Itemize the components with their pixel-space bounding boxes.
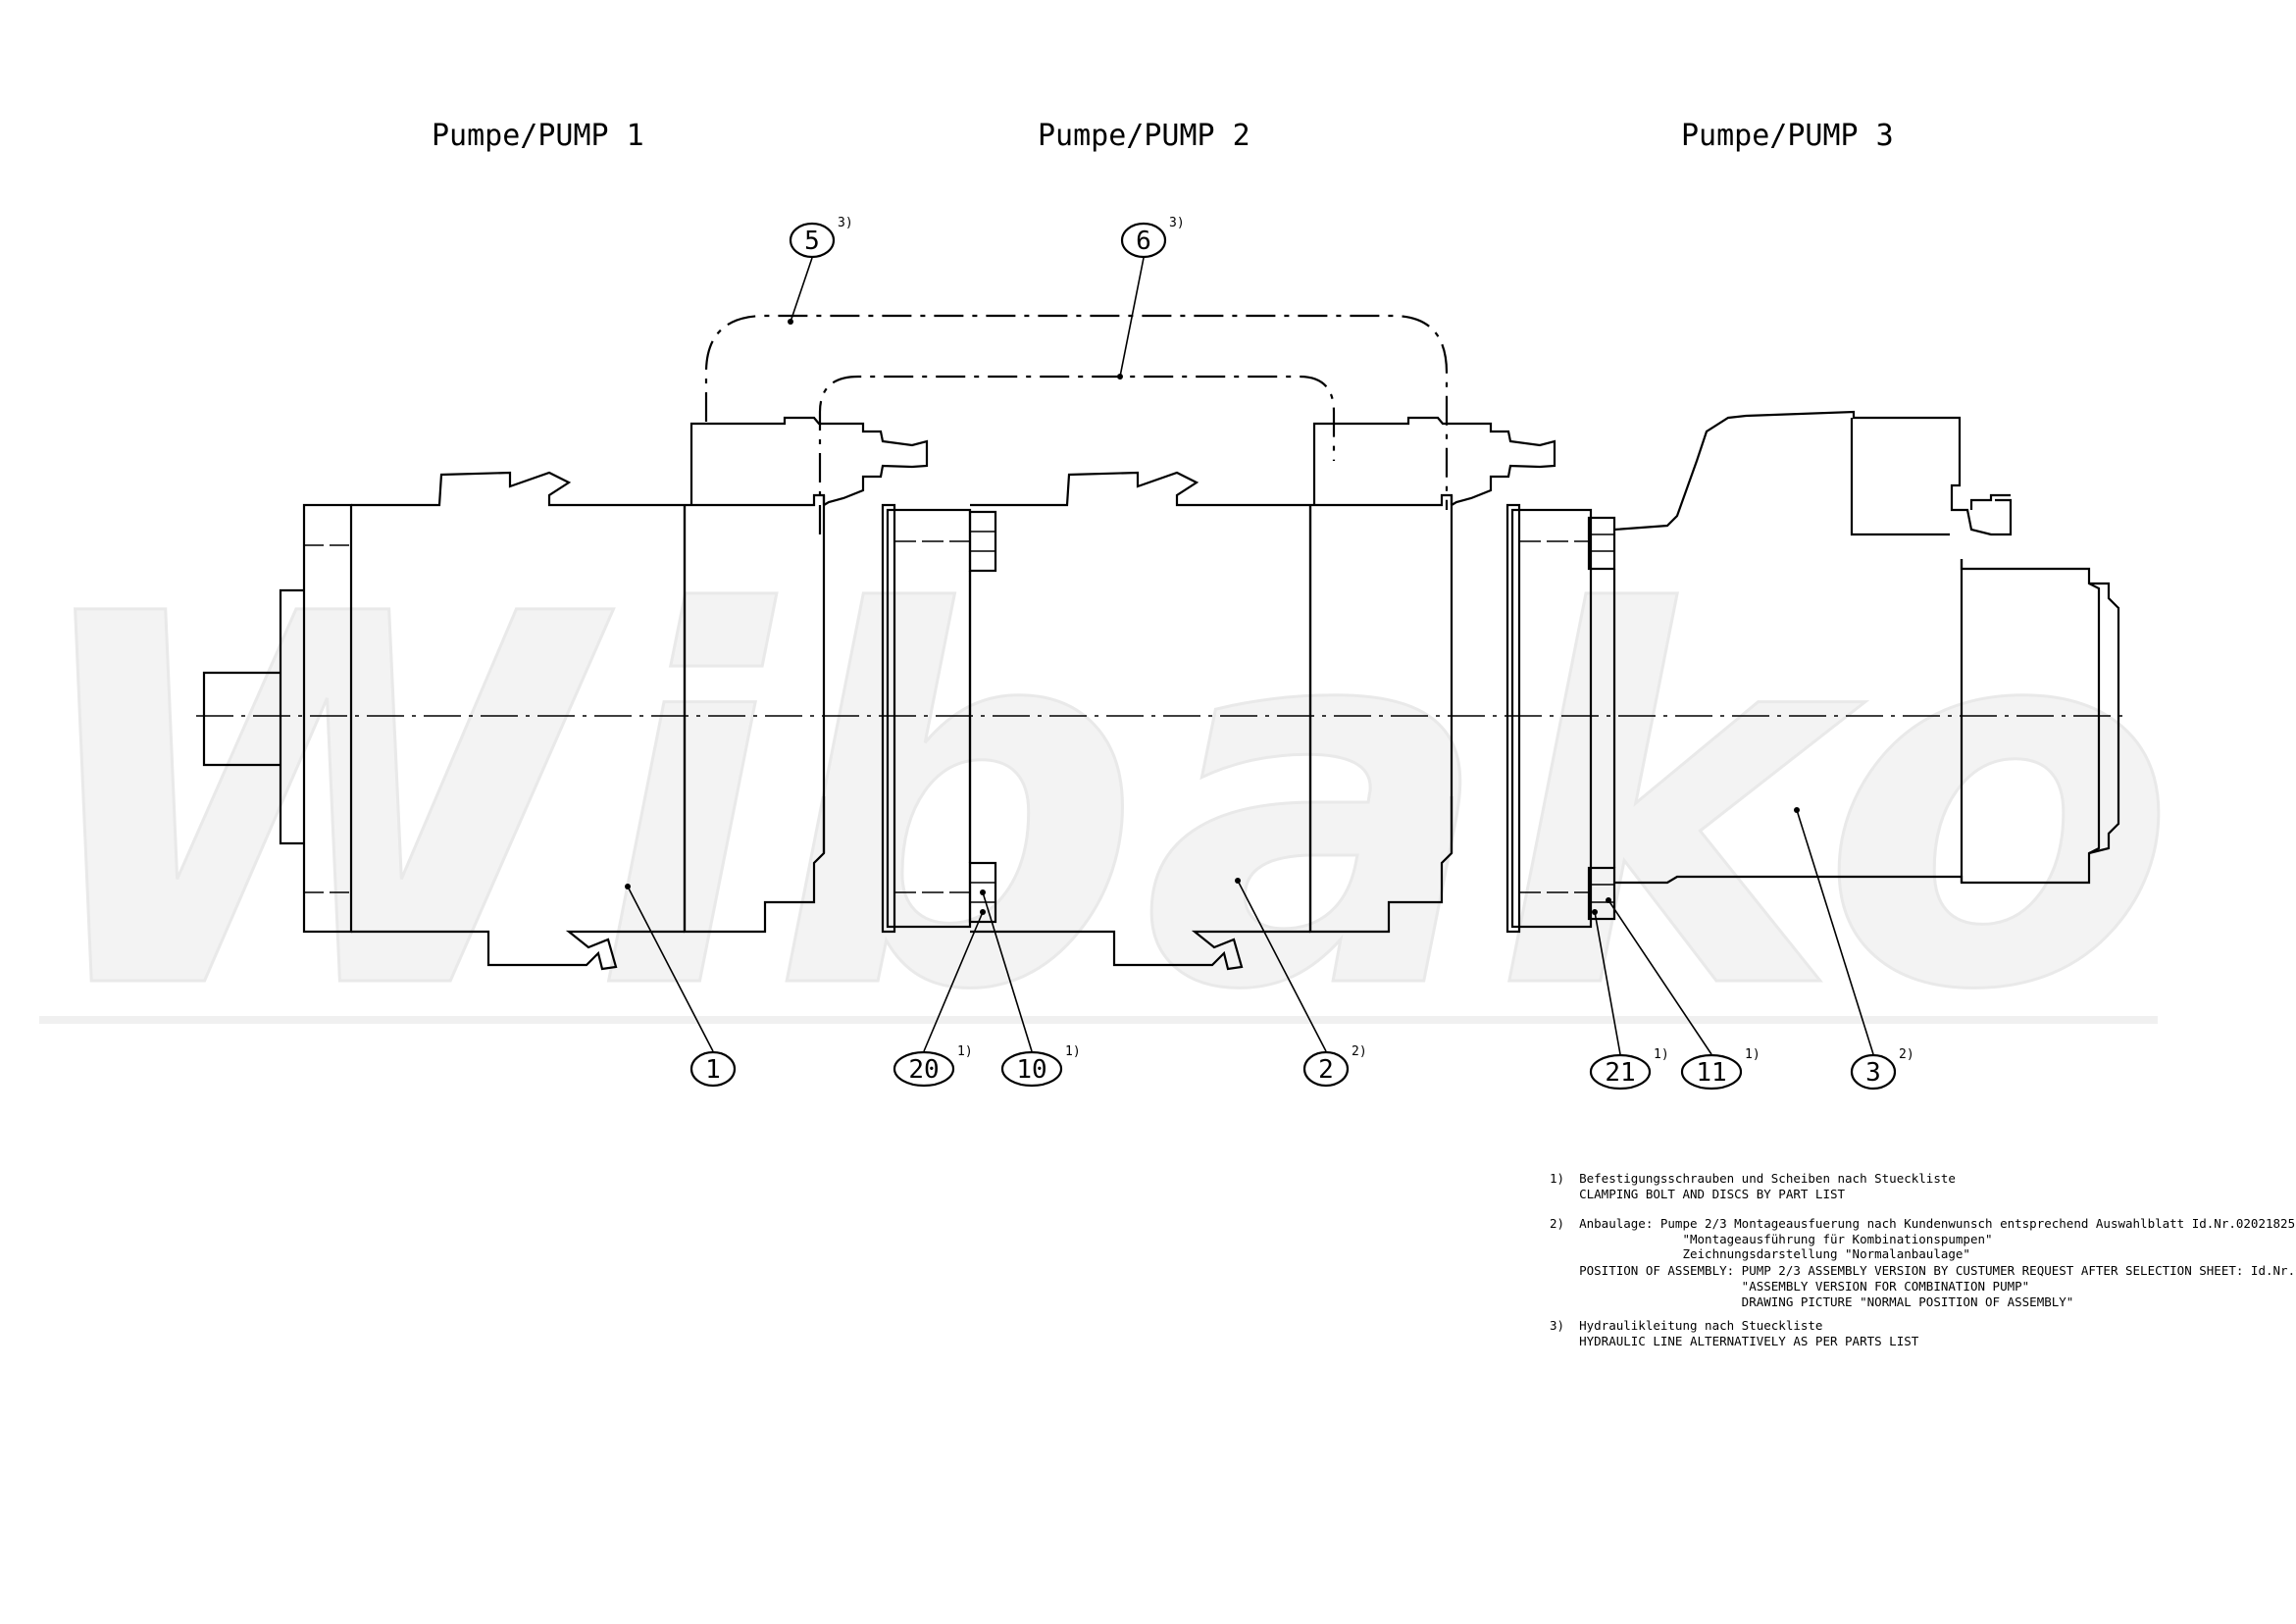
callout-20: 20 1) — [893, 909, 986, 1088]
callout-bubble — [1120, 222, 1167, 259]
callout-5: 5 3) — [788, 216, 853, 325]
note-line: DRAWING PICTURE "NORMAL POSITION OF ASSE… — [1550, 1294, 2073, 1309]
callout-footnote-ref: 1) — [1065, 1044, 1081, 1059]
hydraulic-lines — [704, 314, 1449, 534]
callout-bubble — [893, 1050, 955, 1088]
leader-line — [982, 891, 1033, 1052]
leader-line — [1607, 899, 1712, 1055]
pump-1 — [202, 416, 929, 971]
callout-footnote-ref: 1) — [957, 1044, 973, 1059]
note-line: POSITION OF ASSEMBLY: PUMP 2/3 ASSEMBLY … — [1550, 1263, 2296, 1278]
callout-number: 20 — [908, 1055, 939, 1085]
leader-dot — [1592, 909, 1598, 915]
leader-line — [1796, 809, 1874, 1055]
note-line: 2) Anbaulage: Pumpe 2/3 Montageausfuerun… — [1550, 1216, 2295, 1231]
callout-footnote-ref: 1) — [1654, 1047, 1669, 1062]
notes-block: 1) Befestigungsschrauben und Scheiben na… — [1550, 1171, 2296, 1348]
callout-number: 3 — [1865, 1058, 1881, 1088]
callout-footnote-ref: 2) — [1352, 1044, 1367, 1059]
callout-3: 3 2) — [1794, 807, 1914, 1091]
callout-footnote-ref: 2) — [1899, 1047, 1914, 1062]
callout-number: 11 — [1696, 1058, 1726, 1088]
leader-line — [1594, 911, 1621, 1055]
leader-dot — [625, 884, 631, 889]
note-line: HYDRAULIC LINE ALTERNATIVELY AS PER PART… — [1550, 1334, 1919, 1348]
pump-3-title: Pumpe/PUMP 3 — [1681, 119, 1894, 153]
leader-dot — [980, 889, 986, 895]
leader-dot — [788, 319, 793, 325]
note-line: "Montageausführung für Kombinationspumpe… — [1550, 1232, 1993, 1246]
callout-footnote-ref: 3) — [1169, 216, 1185, 230]
callout-bubble — [1302, 1050, 1350, 1088]
callout-bubble — [789, 222, 836, 259]
leader-line — [1119, 257, 1145, 378]
leader-dot — [1794, 807, 1800, 813]
leader-dot — [980, 909, 986, 915]
watermark-text: Wibako — [20, 507, 2177, 1101]
callout-bubble — [689, 1050, 737, 1088]
callout-bubble — [1000, 1050, 1063, 1088]
leader-dot — [1117, 374, 1123, 380]
callout-10: 10 1) — [980, 889, 1081, 1088]
callout-2: 2 2) — [1235, 878, 1367, 1088]
note-line: Zeichnungsdarstellung "Normalanbaulage" — [1550, 1246, 1970, 1261]
callout-21: 21 1) — [1589, 909, 1669, 1091]
pump-3 — [1612, 410, 2120, 885]
callout-footnote-ref: 3) — [838, 216, 853, 230]
callout-bubble — [1850, 1053, 1897, 1091]
callout-number: 1 — [705, 1055, 721, 1085]
hydraulic-line-5 — [704, 314, 1449, 510]
leader-line — [923, 911, 984, 1052]
note-line: 1) Befestigungsschrauben und Scheiben na… — [1550, 1171, 1956, 1186]
callout-number: 10 — [1016, 1055, 1046, 1085]
callout-6: 6 3) — [1117, 216, 1185, 380]
note-line: CLAMPING BOLT AND DISCS BY PART LIST — [1550, 1187, 1845, 1201]
callout-number: 2 — [1318, 1055, 1334, 1085]
callout-bubble — [1680, 1053, 1743, 1091]
callout-number: 21 — [1605, 1058, 1635, 1088]
callout-number: 5 — [804, 227, 820, 256]
leader-line — [627, 886, 714, 1052]
callout-11: 11 1) — [1606, 897, 1760, 1091]
leader-line — [790, 257, 813, 323]
pump-2-title: Pumpe/PUMP 2 — [1038, 119, 1250, 153]
note-line: "ASSEMBLY VERSION FOR COMBINATION PUMP" — [1550, 1279, 2029, 1294]
callouts: 1 20 1) 10 1) 2 2) 21 1) 11 1) 3 2) 5 3) 6 3) — [625, 216, 1914, 1091]
callout-footnote-ref: 1) — [1745, 1047, 1760, 1062]
callout-bubble — [1589, 1053, 1652, 1091]
leader-dot — [1606, 897, 1611, 903]
callout-1: 1 — [625, 884, 737, 1088]
note-line: 3) Hydraulikleitung nach Stueckliste — [1550, 1318, 1822, 1333]
pump-2 — [968, 416, 1556, 971]
hydraulic-line-6 — [818, 375, 1336, 534]
watermark: Wibako — [19, 506, 2179, 1103]
leader-line — [1237, 880, 1327, 1052]
pump-1-title: Pumpe/PUMP 1 — [432, 119, 644, 153]
leader-dot — [1235, 878, 1241, 884]
callout-number: 6 — [1136, 227, 1151, 256]
